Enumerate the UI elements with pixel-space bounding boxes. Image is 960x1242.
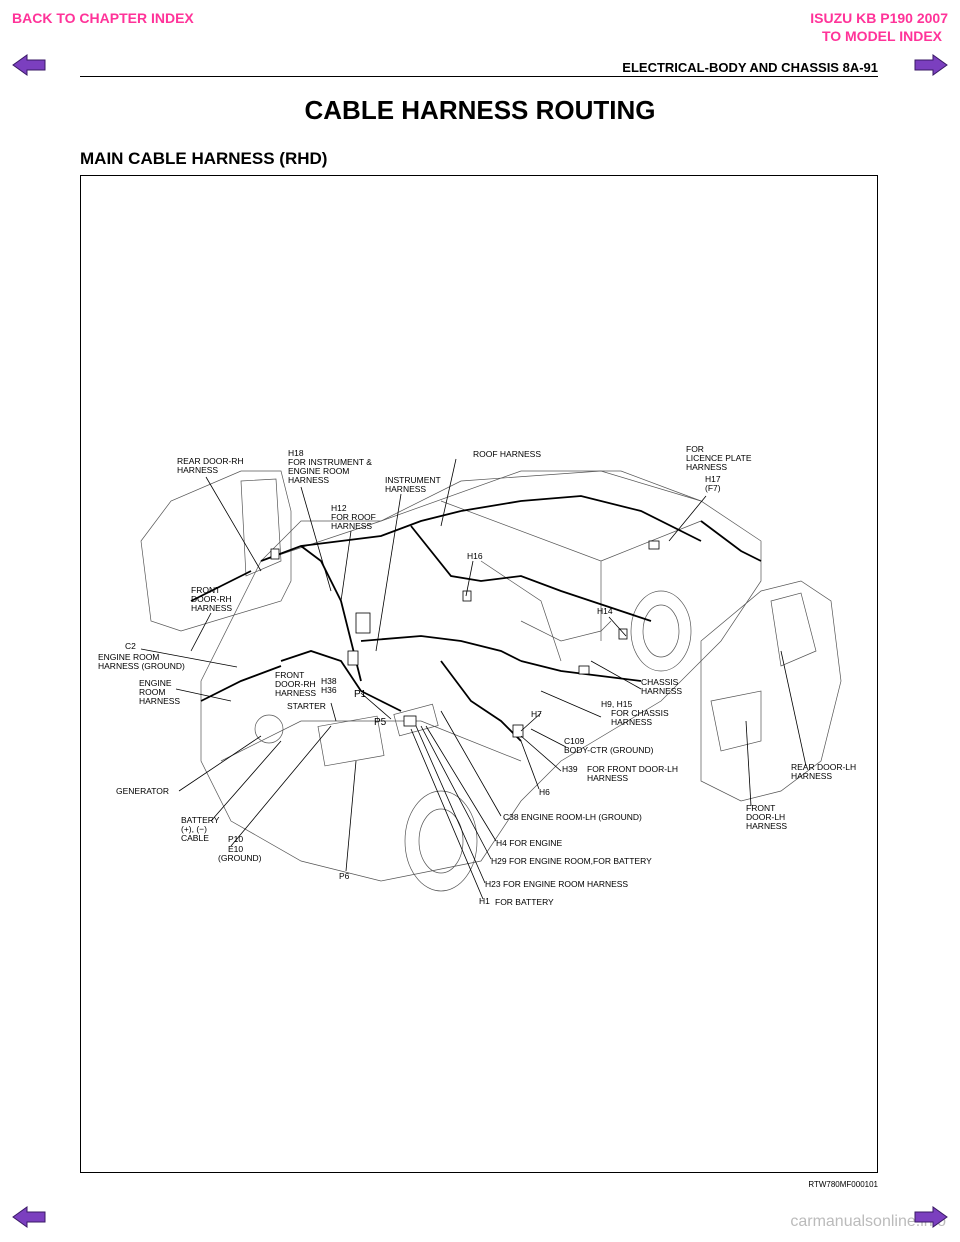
label-h6: H6 [539, 787, 550, 797]
section-header: ELECTRICAL-BODY AND CHASSIS 8A-91 [622, 60, 878, 75]
label-p6: P6 [339, 871, 350, 881]
rear-door-rh-outline [140, 470, 292, 632]
model-name-link[interactable]: ISUZU KB P190 2007 [810, 10, 948, 26]
page-title: CABLE HARNESS ROUTING [304, 95, 656, 125]
label-p1: P1 [354, 689, 367, 700]
label-h16: H16 [467, 551, 483, 561]
figure-code: RTW780MF000101 [808, 1180, 878, 1189]
vehicle-outline [200, 470, 762, 892]
back-to-chapter-index-link[interactable]: BACK TO CHAPTER INDEX [12, 10, 194, 26]
label-p10: P10 [228, 834, 243, 844]
label-e10: E10(GROUND) [218, 844, 262, 863]
connector-markers [270, 540, 660, 738]
label-starter: STARTER [287, 701, 326, 711]
label-battery-cable: BATTERY(+), (−)CABLE [181, 815, 220, 843]
arrow-left-icon[interactable] [12, 54, 46, 76]
section-subtitle: MAIN CABLE HARNESS (RHD) [80, 149, 328, 168]
label-generator: GENERATOR [116, 786, 169, 796]
label-h4: H4 FOR ENGINE [496, 838, 562, 848]
header-divider [80, 76, 878, 77]
watermark: carmanualsonline.info [790, 1213, 946, 1230]
label-c38: C38 ENGINE ROOM-LH (GROUND) [503, 812, 642, 822]
arrow-right-icon[interactable] [914, 54, 948, 76]
label-h14: H14 [597, 606, 613, 616]
label-c2: C2 [125, 641, 136, 651]
label-p5: P5 [374, 717, 387, 728]
label-h17: H17(F7) [705, 474, 721, 493]
label-roof-harness: ROOF HARNESS [473, 449, 541, 459]
leader-lines [140, 458, 807, 900]
label-h23: H23 FOR ENGINE ROOM HARNESS [485, 879, 628, 889]
label-h29: H29 FOR ENGINE ROOM,FOR BATTERY [491, 856, 652, 866]
label-h38: H38 [321, 676, 337, 686]
arrow-left-icon[interactable] [12, 1206, 46, 1228]
label-for-battery: FOR BATTERY [495, 897, 554, 907]
label-h7: H7 [531, 709, 542, 719]
rear-door-lh-outline [700, 580, 842, 802]
label-h9-h15: H9, H15 [601, 699, 632, 709]
label-h1: H1 [479, 896, 490, 906]
label-h36: H36 [321, 685, 337, 695]
label-h39: H39 [562, 764, 578, 774]
arrow-right-icon[interactable] [914, 1206, 948, 1228]
to-model-index-link[interactable]: TO MODEL INDEX [821, 28, 942, 44]
